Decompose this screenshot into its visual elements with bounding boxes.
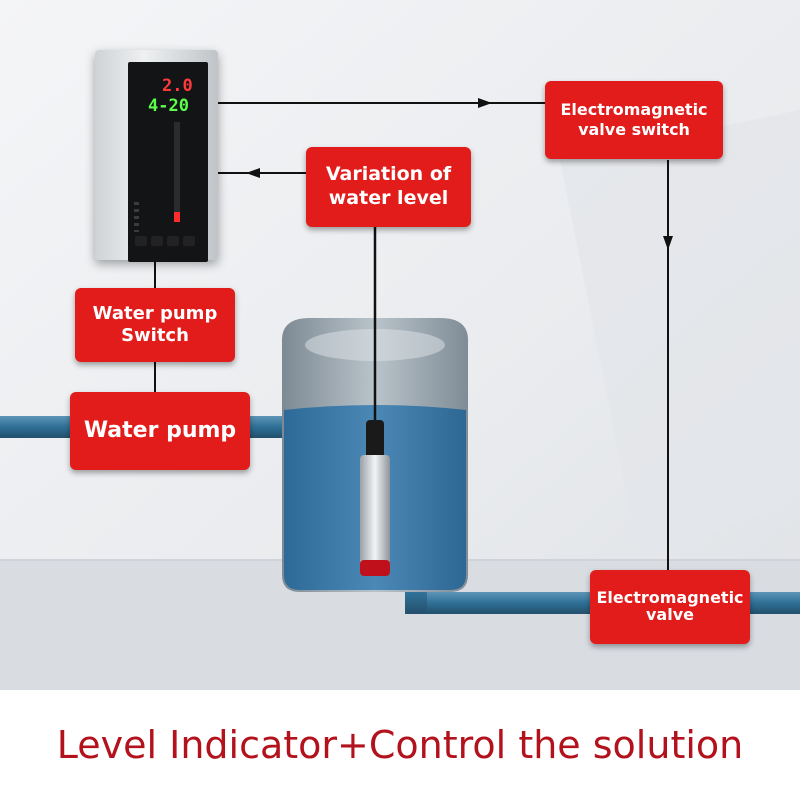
level-probe-icon (360, 455, 390, 567)
label-electromagnetic-valve: Electromagnetic valve (590, 570, 750, 644)
label-water-pump-switch: Water pump Switch (75, 288, 235, 362)
page-caption: Level Indicator+Control the solution (0, 690, 800, 800)
label-variation-of-water-level: Variation of water level (306, 147, 471, 227)
device-button-icon (135, 236, 147, 246)
arrow-left-icon (246, 168, 260, 178)
device-button-icon (167, 236, 179, 246)
label-electromagnetic-valve-switch: Electromagnetic valve switch (545, 81, 723, 159)
device-button-icon (151, 236, 163, 246)
level-controller: 2.0 4-20 (95, 50, 218, 262)
arrow-down-icon (663, 236, 673, 250)
device-button-icon (183, 236, 195, 246)
bargraph (174, 122, 180, 222)
status-leds (134, 202, 139, 232)
wall-shade (560, 110, 800, 560)
label-water-pump: Water pump (70, 392, 250, 470)
display-top-value: 2.0 (162, 76, 193, 96)
controller-screen: 2.0 4-20 (128, 62, 208, 262)
controller-buttons (135, 236, 195, 246)
arrow-right-icon (478, 98, 492, 108)
display-bottom-value: 4-20 (148, 96, 189, 116)
